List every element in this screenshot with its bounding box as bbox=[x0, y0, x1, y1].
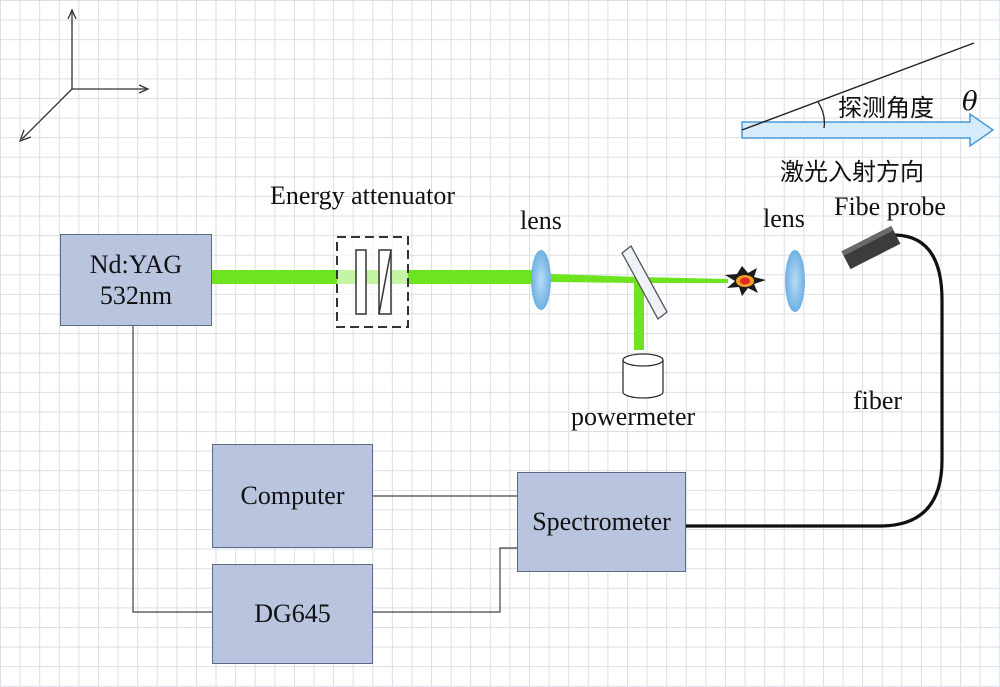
laser-direction-arrow bbox=[741, 112, 995, 148]
powermeter-icon bbox=[622, 353, 664, 399]
powermeter-label: powermeter bbox=[571, 402, 696, 431]
laser-direction-label: 激光入射方向 bbox=[780, 158, 924, 186]
detection-angle-label: 探测角度 bbox=[838, 94, 934, 122]
fiber-label: fiber bbox=[853, 386, 903, 415]
lens-left-label: lens bbox=[520, 206, 562, 235]
fibe-probe-label: Fibe probe bbox=[834, 192, 946, 221]
laser-wavelength-label: 532nm bbox=[99, 281, 173, 310]
fiber-cable bbox=[686, 233, 944, 528]
theta-symbol: θ bbox=[962, 87, 978, 117]
spectrometer-box: Spectrometer bbox=[517, 472, 686, 572]
laser-model-label: Nd:YAG bbox=[89, 249, 183, 279]
dg645-box: DG645 bbox=[212, 564, 373, 664]
energy-attenuator-label: Energy attenuator bbox=[270, 181, 456, 210]
signal-wires bbox=[132, 326, 517, 613]
lens-right bbox=[785, 250, 805, 312]
fibe-probe-icon bbox=[841, 225, 901, 270]
computer-box: Computer bbox=[212, 444, 373, 548]
lens-right-label: lens bbox=[763, 204, 805, 233]
axes-icon bbox=[18, 8, 150, 143]
energy-attenuator bbox=[336, 236, 409, 328]
laser-box: Nd:YAG 532nm bbox=[60, 234, 212, 326]
beam-splitter bbox=[621, 245, 668, 320]
plasma-spark-icon bbox=[725, 266, 766, 296]
detection-angle-diagram bbox=[741, 42, 995, 148]
lens-left bbox=[531, 250, 551, 310]
